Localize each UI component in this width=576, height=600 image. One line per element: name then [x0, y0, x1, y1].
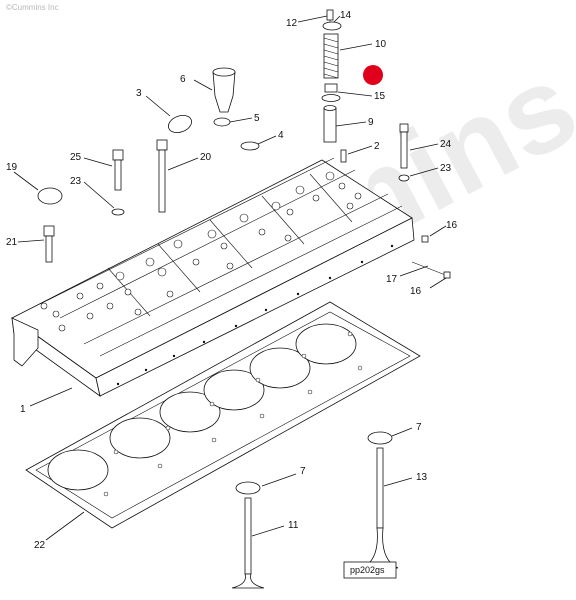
callout-6: 6: [180, 74, 186, 85]
part-14-cap: [322, 21, 342, 31]
cylinder-head: [11, 157, 415, 397]
part-3-plug: [167, 115, 193, 133]
callout-16-bottom: 16: [410, 286, 422, 297]
callout-7-left: 7: [300, 466, 306, 477]
part-7-seal-right: [367, 431, 393, 445]
part-13-valve: [361, 447, 399, 569]
callout-25: 25: [70, 152, 82, 163]
part-10-spring: [323, 33, 339, 79]
callout-21: 21: [6, 237, 18, 248]
part-7-seal-left: [235, 481, 261, 495]
part-21-bolt: [43, 225, 55, 263]
callout-3: 3: [136, 88, 142, 99]
callout-22: 22: [34, 540, 46, 551]
callout-9: 9: [368, 117, 374, 128]
highlight-marker: [363, 65, 383, 85]
callout-14: 14: [340, 10, 352, 21]
callout-1: 1: [20, 404, 26, 415]
callout-12: 12: [286, 18, 298, 29]
head-gasket: [25, 301, 421, 529]
callout-16-top: 16: [446, 220, 458, 231]
callout-17: 17: [386, 274, 398, 285]
part-6-sleeve: [212, 67, 236, 113]
callout-5: 5: [254, 113, 260, 124]
part-11-valve: [231, 497, 265, 589]
figure-code-box: pp202gs: [343, 561, 397, 579]
part-4-cup: [240, 141, 260, 151]
leader-lines: [13, 15, 447, 541]
callout-24: 24: [440, 139, 452, 150]
part-19-plug: [37, 187, 63, 205]
part-16-17-plugs-and-rod: [411, 235, 451, 279]
callout-4: 4: [278, 130, 284, 141]
callout-23-left: 23: [70, 176, 82, 187]
callout-2: 2: [374, 141, 380, 152]
part-25-bolt: [112, 149, 124, 191]
part-23-washer-right: [398, 174, 410, 182]
copyright-watermark: ©Cummins Inc: [6, 3, 59, 12]
callout-10: 10: [375, 39, 387, 50]
part-24-bolt: [399, 123, 409, 169]
part-15-retainer: [321, 83, 341, 102]
part-9-sleeve: [323, 105, 337, 143]
part-5-o-ring: [213, 117, 231, 127]
callout-7-right: 7: [416, 422, 422, 433]
figure-code: pp202gs: [350, 565, 385, 575]
callout-23-right: 23: [440, 163, 452, 174]
part-23-washer: [111, 208, 125, 216]
part-2-pin: [340, 149, 347, 163]
callout-11: 11: [288, 520, 299, 531]
callout-15: 15: [374, 91, 386, 102]
callout-13: 13: [416, 472, 428, 483]
callout-labels: 12 14 10 15 9 2 6 5 3 4 20 25 23 19 21 2…: [6, 10, 458, 551]
callout-19: 19: [6, 162, 18, 173]
part-20-bolt: [156, 139, 168, 213]
callout-20: 20: [200, 152, 212, 163]
